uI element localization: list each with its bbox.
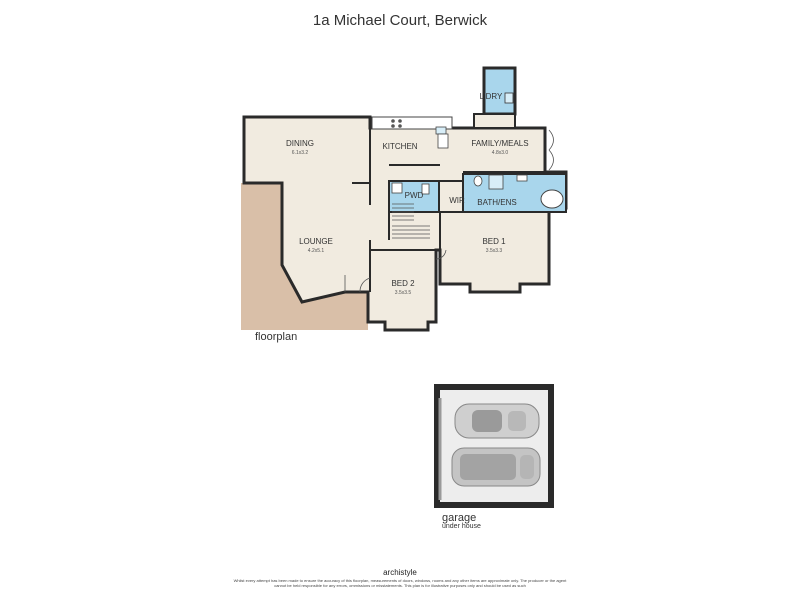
bath-ens-label: BATH/ENS (477, 198, 516, 207)
interior-walls (352, 128, 549, 292)
stairs (392, 203, 430, 239)
dining-label: DINING (286, 139, 314, 148)
deck-area (241, 183, 368, 330)
garage-label: garage (442, 512, 477, 524)
family-meals-size: 4.8x3.0 (492, 150, 509, 156)
lounge-label: LOUNGE (299, 237, 333, 246)
bed1-label: BED 1 (482, 237, 506, 246)
pwd-toilet-icon (391, 182, 403, 194)
pwd-label: PWD (405, 191, 424, 200)
plan-title: 1a Michael Court, Berwick (312, 12, 488, 29)
pwd-basin-icon (421, 183, 430, 195)
wir-label: WIR (449, 196, 465, 205)
vanity-sink-icon (516, 174, 528, 182)
kitchen-label: KITCHEN (382, 142, 417, 151)
kitchen-island (437, 133, 449, 149)
van-icon (451, 447, 541, 487)
car-icon (454, 403, 540, 439)
bed2-label: BED 2 (391, 279, 415, 288)
bed2-size: 3.5x3.5 (395, 290, 412, 296)
bed1-size: 3.5x3.3 (486, 248, 503, 254)
kitchen-sink-icon (435, 126, 447, 135)
shower-icon (488, 174, 504, 190)
dining-size: 6.1x3.2 (292, 150, 309, 156)
disclaimer-text: Whilst every attempt has been made to en… (233, 578, 567, 588)
lounge-size: 4.2x5.1 (308, 248, 325, 254)
stove-icon (391, 119, 402, 128)
toilet-icon (473, 175, 483, 187)
laundry-room (482, 66, 517, 116)
doors (344, 129, 554, 293)
laundry-label: L'DRY (480, 92, 503, 101)
floorplan-label: floorplan (255, 331, 298, 343)
wir-room (438, 180, 464, 213)
bath-icon (540, 189, 564, 209)
garage-sublabel: under house (442, 523, 481, 530)
brand-logo: archistyle (383, 568, 417, 577)
family-meals-label: FAMILY/MEALS (471, 139, 528, 148)
laundry-sink-icon (504, 92, 514, 104)
